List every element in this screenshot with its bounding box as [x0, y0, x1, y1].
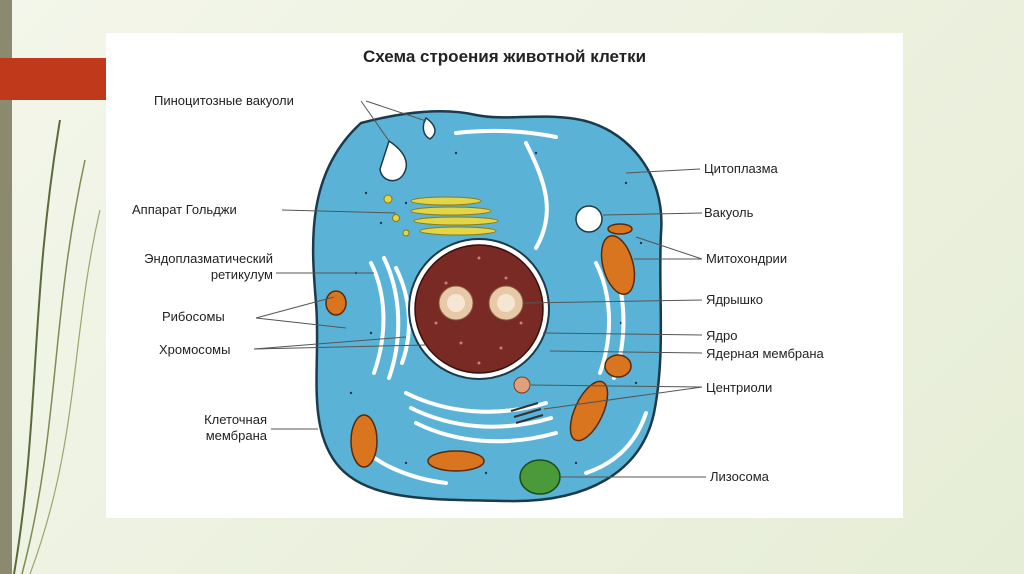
- label-er-line2: ретикулум: [121, 267, 273, 282]
- lysosome-shape: [520, 460, 560, 494]
- label-nucleus: Ядро: [706, 328, 737, 343]
- label-cytoplasm: Цитоплазма: [704, 161, 778, 176]
- label-nucleolus: Ядрышко: [706, 292, 763, 307]
- label-cell-membrane-line2: мембрана: [121, 428, 267, 443]
- label-pinocytic-vacuoles: Пиноцитозные вакуоли: [154, 93, 294, 108]
- label-centrioles: Центриоли: [706, 380, 772, 395]
- label-golgi-apparatus: Аппарат Гольджи: [132, 202, 237, 217]
- label-vacuole: Вакуоль: [704, 205, 753, 220]
- label-ribosomes: Рибосомы: [162, 309, 225, 324]
- centriole-body: [514, 377, 530, 393]
- diagram-panel: Схема строения животной клетки: [106, 33, 903, 518]
- nucleus-shape: [415, 245, 543, 373]
- label-cell-membrane-line1: Клеточная: [121, 412, 267, 427]
- vacuole-shape: [576, 206, 602, 232]
- label-chromosomes: Хромосомы: [159, 342, 230, 357]
- label-nuclear-membrane: Ядерная мембрана: [706, 346, 824, 361]
- label-er-line1: Эндоплазматический: [121, 251, 273, 266]
- label-lysosome: Лизосома: [710, 469, 769, 484]
- slide-accent-bar: [0, 58, 106, 100]
- label-mitochondria: Митохондрии: [706, 251, 787, 266]
